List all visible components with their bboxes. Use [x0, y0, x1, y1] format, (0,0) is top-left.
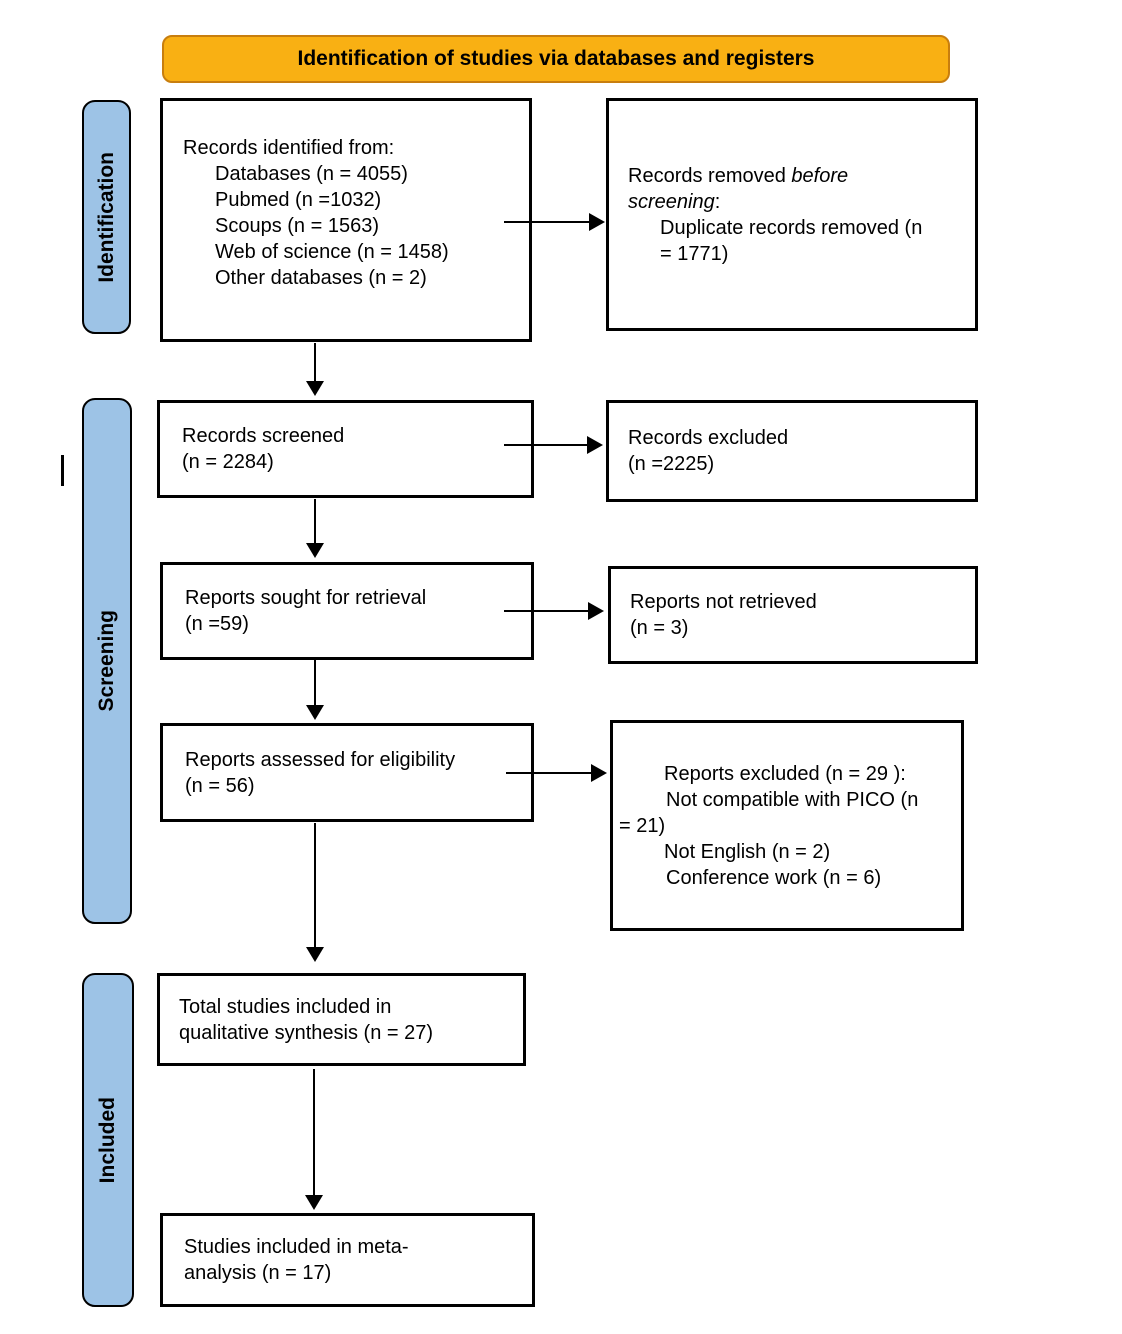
stage-included: Included: [82, 973, 134, 1307]
reports-assessed-count: (n = 56): [185, 774, 255, 797]
arrow-right-head: [589, 213, 605, 231]
meta-analysis-line1: Studies included in meta-: [184, 1236, 409, 1258]
arrow-down-head: [306, 381, 324, 396]
box-records-screened: Records screened (n = 2284): [157, 400, 534, 498]
box-reports-excluded: Reports excluded (n = 29 ): Not compatib…: [610, 720, 964, 931]
records-identified-title: Records identified from:: [183, 137, 395, 159]
box-reports-assessed: Reports assessed for eligibility (n = 56…: [160, 723, 534, 822]
reports-excluded-item: Conference work (n = 6): [666, 866, 882, 889]
records-removed-item: Duplicate records removed (n: [660, 216, 923, 239]
reports-excluded-item: = 21): [619, 814, 666, 837]
box-total-qualitative: Total studies included in qualitative sy…: [157, 973, 526, 1066]
box-reports-sought: Reports sought for retrieval (n =59): [160, 562, 534, 660]
arrow-down-head: [305, 1195, 323, 1210]
reports-not-retrieved-count: (n = 3): [630, 617, 689, 639]
total-qualitative-line2: qualitative synthesis (n = 27): [179, 1021, 434, 1044]
records-excluded-count: (n =2225): [628, 453, 715, 475]
reports-assessed-label: Reports assessed for eligibility: [185, 748, 456, 771]
records-removed-item: = 1771): [660, 242, 729, 265]
title-banner: Identification of studies via databases …: [162, 35, 950, 83]
arrow-shaft: [314, 499, 316, 544]
stage-identification: Identification: [82, 100, 131, 334]
arrow-shaft: [314, 660, 316, 706]
total-qualitative-line1: Total studies included in: [179, 995, 392, 1018]
records-identified-item: Pubmed (n =1032): [215, 189, 382, 211]
arrow-down-head: [306, 543, 324, 558]
arrow-right-head: [588, 602, 604, 620]
reports-excluded-title: Reports excluded (n = 29 ):: [664, 762, 906, 785]
arrow-down-head: [306, 947, 324, 962]
arrow-shaft: [504, 610, 589, 612]
arrow-down-head: [306, 705, 324, 720]
box-reports-not-retrieved: Reports not retrieved (n = 3): [608, 566, 978, 664]
arrow-shaft: [504, 221, 590, 223]
records-removed-line2: screening:: [628, 190, 721, 213]
arrow-shaft: [314, 823, 316, 949]
box-meta-analysis: Studies included in meta- analysis (n = …: [160, 1213, 535, 1307]
arrow-shaft: [504, 444, 588, 446]
stray-mark: [61, 455, 64, 486]
arrow-right-head: [591, 764, 607, 782]
records-identified-item: Other databases (n = 2): [215, 267, 427, 289]
records-removed-line1: Records removed before: [628, 164, 849, 187]
reports-excluded-item: Not compatible with PICO (n: [666, 788, 919, 811]
stage-identification-label: Identification: [94, 151, 118, 283]
records-identified-item: Web of science (n = 1458): [215, 241, 449, 263]
stage-screening-label: Screening: [95, 610, 118, 712]
meta-analysis-line2: analysis (n = 17): [184, 1262, 332, 1284]
stage-screening: Screening: [82, 398, 132, 924]
records-identified-item: Databases (n = 4055): [215, 163, 408, 185]
records-screened-count: (n = 2284): [182, 451, 274, 473]
records-screened-label: Records screened: [182, 425, 345, 447]
reports-sought-label: Reports sought for retrieval: [185, 587, 427, 609]
arrow-shaft: [506, 772, 592, 774]
records-excluded-label: Records excluded: [628, 427, 789, 449]
box-records-removed: Records removed before screening: Duplic…: [606, 98, 978, 331]
records-identified-item: Scoups (n = 1563): [215, 215, 379, 237]
arrow-right-head: [587, 436, 603, 454]
arrow-shaft: [313, 1069, 315, 1197]
box-records-identified: Records identified from: Databases (n = …: [160, 98, 532, 342]
reports-excluded-item: Not English (n = 2): [664, 840, 831, 863]
title-banner-label: Identification of studies via databases …: [297, 47, 815, 70]
reports-not-retrieved-label: Reports not retrieved: [630, 591, 817, 613]
stage-included-label: Included: [96, 1096, 119, 1184]
box-records-excluded: Records excluded (n =2225): [606, 400, 978, 502]
reports-sought-count: (n =59): [185, 613, 249, 635]
arrow-shaft: [314, 343, 316, 382]
